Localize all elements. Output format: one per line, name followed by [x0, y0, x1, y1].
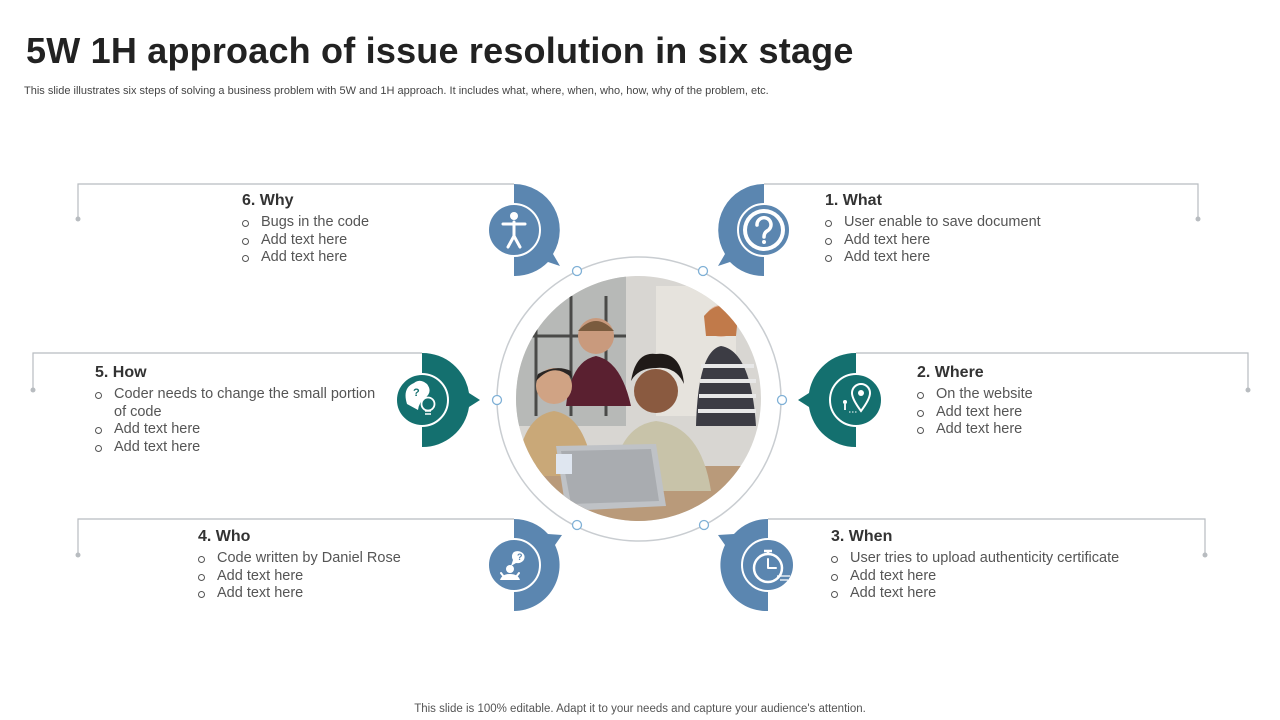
stage-where: 2. Where On the website Add text here Ad… — [917, 364, 1167, 439]
connector-how — [32, 352, 422, 390]
stage-when: 3. When User tries to upload authenticit… — [831, 528, 1171, 603]
tab-how — [422, 352, 480, 448]
team-photo — [516, 276, 761, 521]
list-item: Add text here — [242, 232, 492, 250]
list-item: Add text here — [198, 568, 488, 586]
connector-end-dots — [30, 216, 1251, 558]
connector-why — [77, 183, 514, 219]
ring-dots — [491, 265, 788, 531]
list-item: Add text here — [825, 232, 1125, 250]
svg-text:?: ? — [517, 552, 523, 562]
list-item: Add text here — [917, 404, 1167, 422]
stage-heading: 4. Who — [198, 528, 251, 545]
list-item: Add text here — [95, 421, 395, 439]
stage-heading: 2. Where — [917, 364, 984, 381]
slide-title: 5W 1H approach of issue resolution in si… — [26, 30, 854, 71]
list-item: Add text here — [242, 249, 492, 267]
stage-heading: 3. When — [831, 528, 893, 545]
stage-how: 5. How Coder needs to change the small p… — [95, 364, 395, 456]
list-item: User tries to upload authenticity certif… — [831, 550, 1171, 568]
person-question-icon: ? — [487, 538, 541, 592]
tab-where — [798, 352, 856, 448]
list-item: Add text here — [917, 421, 1167, 439]
list-item: Add text here — [831, 568, 1171, 586]
stage-heading: 5. How — [95, 364, 147, 381]
connector-when — [768, 518, 1206, 555]
stage-heading: 6. Why — [242, 192, 294, 209]
connector-what — [764, 183, 1199, 219]
list-item: Add text here — [825, 249, 1125, 267]
person-standing-icon — [487, 203, 541, 257]
list-item: Code written by Daniel Rose — [198, 550, 488, 568]
svg-text:?: ? — [413, 387, 420, 399]
list-item: On the website — [917, 386, 1167, 404]
location-pin-icon — [829, 373, 883, 427]
stage-who: 4. Who Code written by Daniel Rose Add t… — [198, 528, 488, 603]
slide-subtitle: This slide illustrates six steps of solv… — [24, 85, 769, 97]
list-item: Bugs in the code — [242, 214, 492, 232]
brain-lightbulb-icon: ? — [395, 373, 449, 427]
list-item: Add text here — [198, 585, 488, 603]
stage-heading: 1. What — [825, 192, 882, 209]
connector-who — [77, 518, 514, 555]
list-item: Coder needs to change the small portion … — [95, 386, 379, 421]
stage-what: 1. What User enable to save document Add… — [825, 192, 1125, 267]
list-item: Add text here — [95, 439, 395, 457]
question-mark-icon — [737, 203, 791, 257]
connector-where — [856, 352, 1249, 390]
stopwatch-icon — [741, 538, 795, 592]
stage-why: 6. Why Bugs in the code Add text here Ad… — [242, 192, 492, 267]
slide-footer: This slide is 100% editable. Adapt it to… — [414, 703, 866, 715]
list-item: Add text here — [831, 585, 1171, 603]
list-item: User enable to save document — [825, 214, 1125, 232]
connector-lines — [32, 183, 1249, 555]
